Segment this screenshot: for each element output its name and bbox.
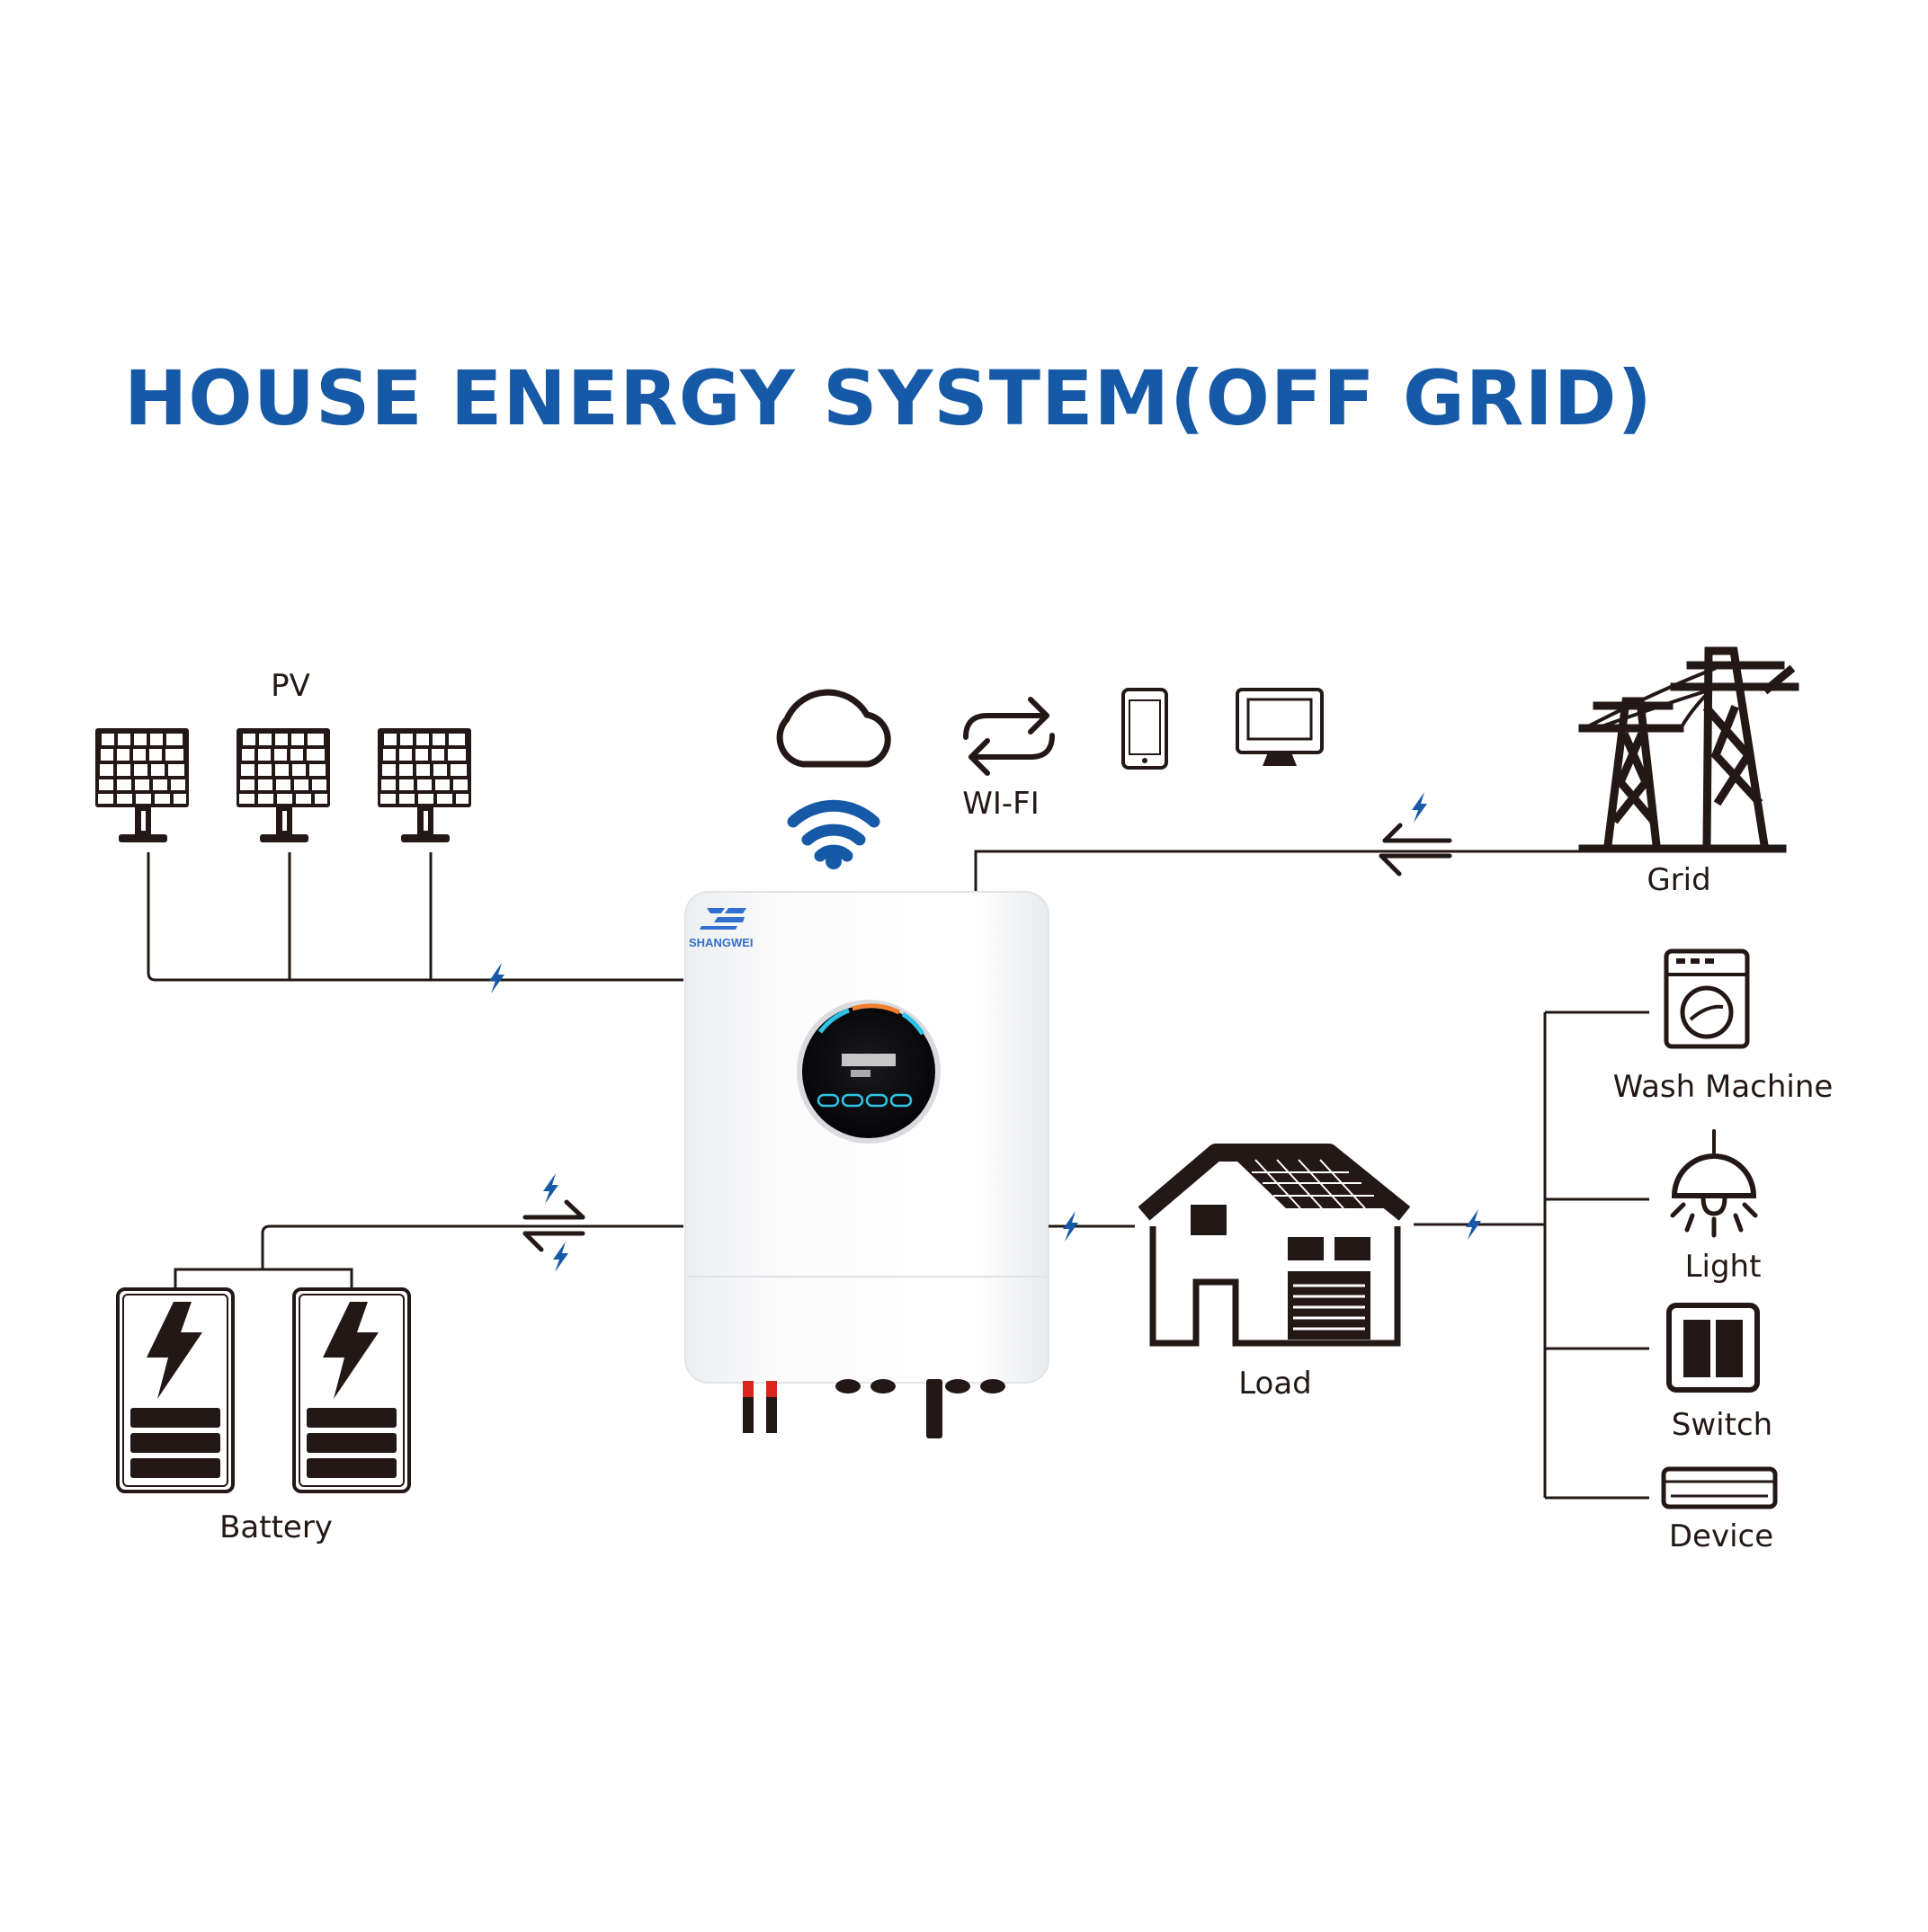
solar-panel-icon: [378, 728, 471, 842]
air-conditioner-icon: [1661, 1466, 1778, 1509]
bolt-icon: [489, 963, 504, 993]
light-label: Light: [1685, 1249, 1762, 1285]
solar-panel-icon: [95, 728, 189, 842]
battery-label: Battery: [219, 1509, 333, 1545]
brand-logo: SHANGWEI: [689, 908, 754, 949]
grid-label: Grid: [1647, 862, 1710, 898]
wifi-label: WI-FI: [962, 786, 1040, 822]
battery-icon: [116, 1287, 235, 1493]
load-label: Load: [1238, 1366, 1312, 1402]
lamp-icon: [1670, 1129, 1758, 1238]
device-label: Device: [1669, 1518, 1773, 1554]
appliance-wiring: [1414, 1011, 1649, 1500]
house-icon: [1138, 1144, 1411, 1347]
pv-label: PV: [271, 668, 310, 704]
page-title: HOUSE ENERGY SYSTEM(OFF GRID): [124, 354, 1653, 442]
monitor-icon: [1236, 688, 1324, 766]
inverter: SHANGWEI: [684, 891, 1049, 1438]
display-screen: [797, 1000, 941, 1144]
pv-wiring: [147, 852, 683, 982]
power-tower-icon: [1578, 646, 1799, 853]
switch-label: Switch: [1672, 1407, 1772, 1443]
washing-machine-icon: [1664, 948, 1750, 1049]
battery-wiring: [174, 1224, 683, 1289]
bidirectional-arrows-icon: [1379, 823, 1452, 877]
wifi-icon: [787, 799, 880, 869]
phone-icon: [1121, 688, 1168, 770]
grid-wire: [974, 850, 1583, 893]
svg-text:SHANGWEI: SHANGWEI: [689, 936, 754, 949]
sync-arrows-icon: [963, 697, 1055, 776]
cloud-icon: [776, 689, 891, 768]
bidirectional-arrows-icon: [522, 1199, 585, 1252]
bolt-icon: [543, 1173, 558, 1204]
inverter-connectors: [743, 1379, 1005, 1438]
bolt-icon: [1412, 792, 1427, 823]
battery-icon: [292, 1287, 411, 1493]
bolt-icon: [553, 1242, 568, 1272]
switch-icon: [1666, 1303, 1760, 1393]
wash-machine-label: Wash Machine: [1613, 1069, 1834, 1105]
solar-panel-icon: [237, 728, 330, 842]
